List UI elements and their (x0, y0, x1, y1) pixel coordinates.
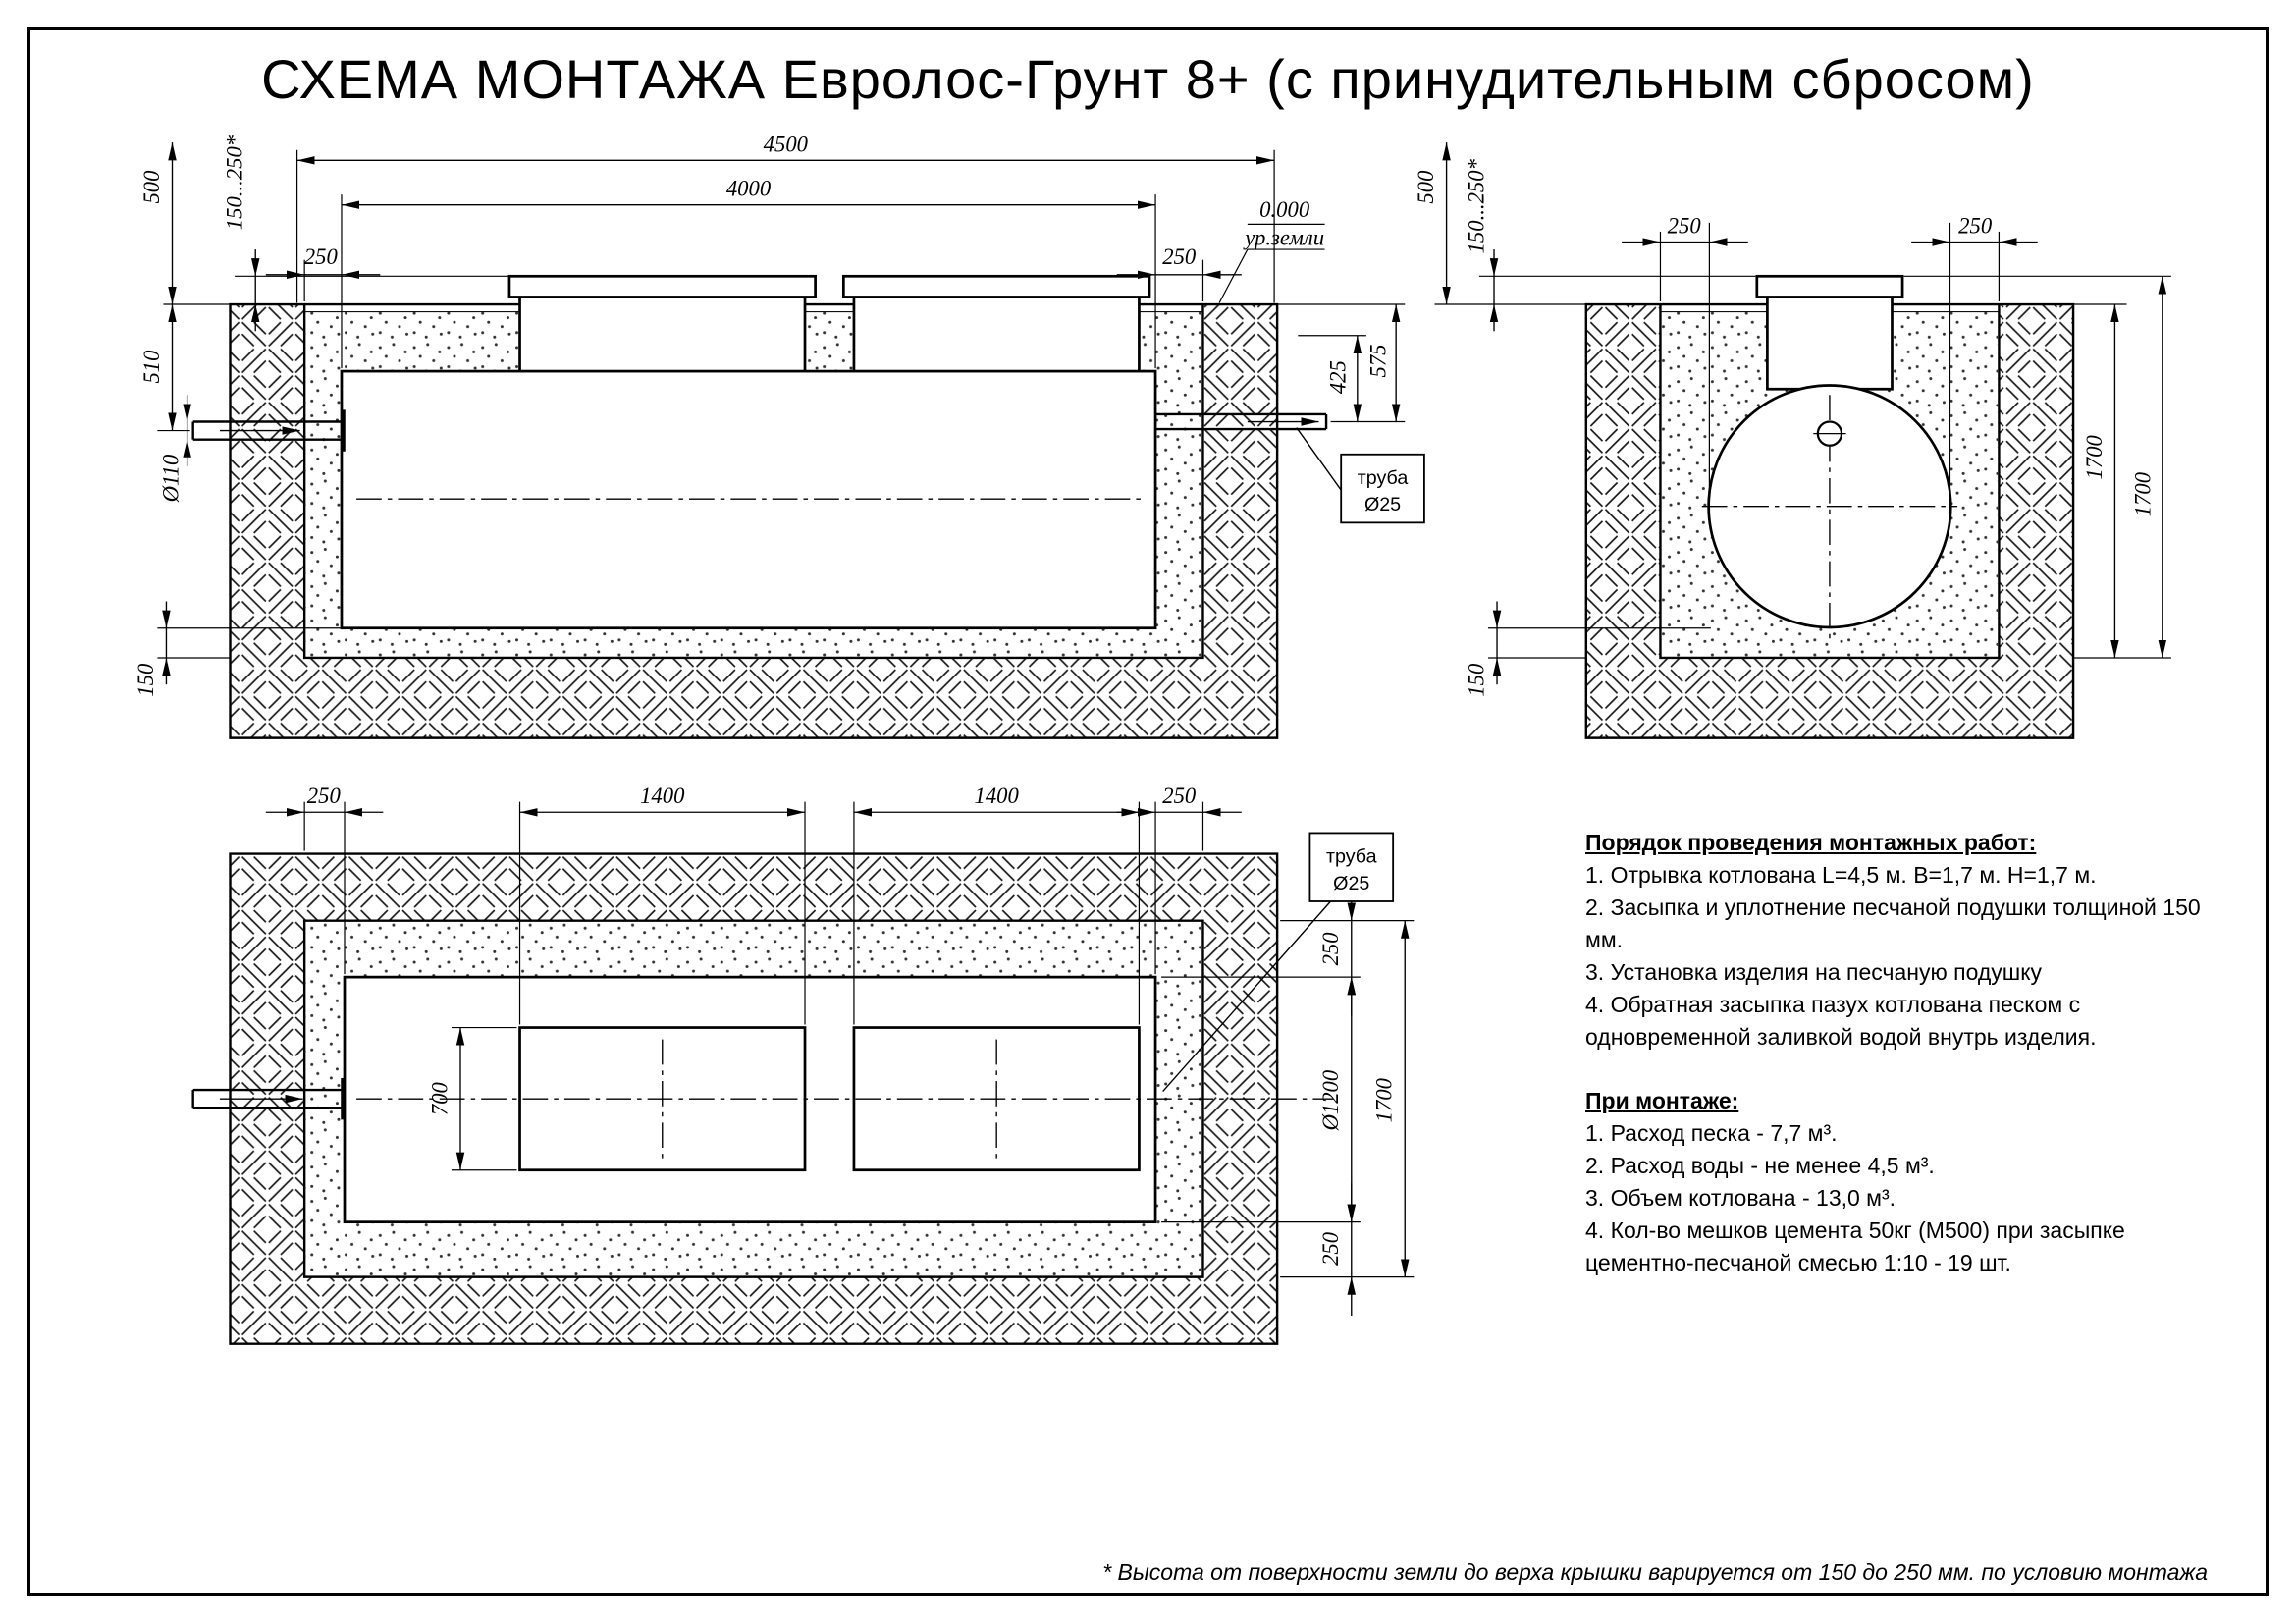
tank-neck-1 (518, 287, 807, 376)
dim-left-gap: 250 (304, 244, 339, 269)
callout-box (1340, 453, 1425, 524)
pipe-callout-side: труба Ø25 (1296, 427, 1425, 524)
mounting-item: 4. Кол-во мешков цемента 50кг (М500) при… (1585, 1217, 2125, 1275)
dim-pit-width: 1700 (1372, 1077, 1397, 1122)
pipe-callout-plan: труба Ø25 (1162, 832, 1395, 1093)
mounting-item: 2. Расход воды - не менее 4,5 м³. (1585, 1153, 1935, 1178)
side-section-view: 4500 4000 250 250 500 150...250* 510 Ø11… (133, 132, 1425, 739)
cross-view-dimensions: 250 250 500 150...250* 150 1700 1700 (1414, 142, 2171, 697)
tank-neck (1766, 287, 1894, 391)
cross-section-view: 250 250 500 150...250* 150 1700 1700 (1414, 142, 2171, 739)
dim-bottom-gap: 250 (1318, 1231, 1343, 1266)
dim-cover-range: 150...250* (1464, 158, 1488, 253)
instruction-item: 1. Отрывка котлована L=4,5 м. В=1,7 м. Н… (1585, 862, 2097, 888)
dim-neck-width: 700 (427, 1081, 452, 1115)
drawing-title: СХЕМА МОНТАЖА Евролос-Грунт 8+ (с принуд… (261, 48, 2035, 110)
tank-lid-2 (841, 274, 1151, 298)
callout-text-1: труба (1358, 467, 1409, 489)
inlet-pipe-plan (191, 1077, 346, 1120)
callout-text-2: Ø25 (1364, 494, 1401, 515)
mounting-heading: При монтаже: (1585, 1088, 1739, 1113)
callout-text-1: труба (1326, 846, 1377, 868)
dim-tank-length: 4000 (726, 177, 772, 201)
dim-right-gap: 250 (1162, 244, 1197, 269)
dim-425: 425 (1326, 360, 1351, 394)
height-footnote: * Высота от поверхности земли до верха к… (1102, 1559, 2208, 1585)
dim-pit-depth: 1700 (2082, 434, 2107, 479)
tank-lid (1755, 274, 1904, 298)
ground-level-label: ур.земли (1243, 226, 1324, 250)
dim-500: 500 (1414, 170, 1438, 204)
dim-neck1-length: 1400 (640, 784, 685, 808)
side-view-dimensions: 4500 4000 250 250 500 150...250* 510 Ø11… (133, 132, 1406, 697)
dim-top-gap: 250 (1318, 932, 1343, 966)
drawing-border-frame (27, 27, 2269, 1596)
instructions-heading: Порядок проведения монтажных работ: (1585, 830, 2037, 855)
spacer (1585, 1054, 2221, 1085)
dim-right-gap: 250 (1958, 213, 1993, 238)
installation-instructions: Порядок проведения монтажных работ: 1. О… (1585, 827, 2221, 1279)
dim-left-gap: 250 (307, 784, 342, 808)
ground-level-value: 0.000 (1259, 197, 1310, 222)
instruction-item: 4. Обратная засыпка пазух котлована песк… (1585, 992, 2097, 1050)
dim-right-gap: 250 (1162, 784, 1197, 808)
mounting-item: 1. Расход песка - 7,7 м³. (1585, 1120, 1838, 1146)
mounting-item: 3. Объем котлована - 13,0 м³. (1585, 1185, 1896, 1211)
inlet-pipe (191, 409, 346, 452)
plan-view: 250 1400 1400 250 700 250 Ø1200 1700 250… (191, 784, 1415, 1345)
dim-tank-diameter: Ø1200 (1318, 1069, 1343, 1131)
dim-left-gap: 250 (1668, 213, 1702, 238)
dim-inlet-diameter: Ø110 (159, 454, 184, 503)
instruction-item: 2. Засыпка и уплотнение песчаной подушки… (1585, 894, 2201, 952)
dim-inlet-depth: 510 (139, 350, 164, 384)
plan-view-dimensions: 250 1400 1400 250 700 250 Ø1200 1700 250 (265, 784, 1415, 1316)
dim-neck2-length: 1400 (975, 784, 1020, 808)
ground-level-marker: 0.000 ур.земли (1218, 197, 1325, 303)
dim-cushion: 150 (1464, 663, 1488, 697)
dim-575: 575 (1366, 344, 1391, 377)
dim-pit-depth-outer: 1700 (2131, 471, 2156, 516)
instruction-item: 3. Установка изделия на песчаную подушку (1585, 959, 2043, 985)
callout-text-2: Ø25 (1333, 873, 1369, 894)
tank-body (340, 369, 1157, 630)
tank-lid-1 (507, 274, 817, 298)
dim-500: 500 (139, 170, 164, 204)
tank-neck-2 (852, 287, 1141, 376)
dim-cover-range: 150...250* (223, 135, 247, 230)
dim-pit-length: 4500 (764, 132, 809, 156)
callout-box (1308, 832, 1395, 902)
dim-cushion: 150 (133, 663, 158, 697)
